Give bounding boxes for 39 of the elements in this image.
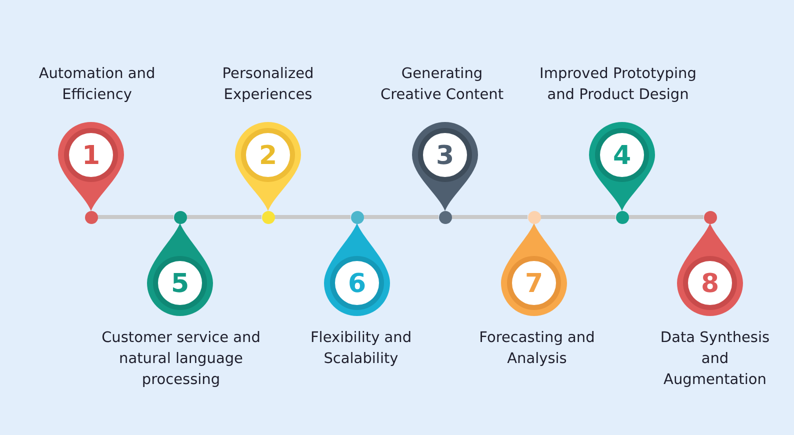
timeline-line [540,215,616,219]
step-label: Customer service and natural language processing [100,329,262,390]
location-pin [500,222,568,317]
step-number: 3 [436,143,454,169]
step-number: 1 [82,143,100,169]
timeline-dot [438,210,452,224]
timeline-line [364,215,438,219]
timeline-dot [84,210,98,224]
step-label: Improved Prototyping and Product Design [538,65,698,105]
timeline-dot [350,210,364,224]
timeline-line [628,215,704,219]
location-pin [676,222,744,317]
location-pin [234,121,302,212]
timeline-dot [262,210,274,224]
timeline-dot [616,210,628,224]
location-pin [411,121,479,212]
timeline-line [452,215,528,219]
step-label: Flexibility and Scalability [309,329,413,369]
step-number: 6 [348,271,366,297]
step-label: Personalized Experiences [221,65,315,105]
step-label: Automation and Efficiency [38,65,156,105]
timeline-dot [528,210,540,224]
step-number: 7 [524,271,544,297]
step-number: 4 [612,143,632,169]
timeline-dot [704,210,716,224]
location-pin [588,121,656,212]
step-label: Data Synthesis and Augmentation [659,329,771,390]
location-pin [323,222,391,317]
step-number: 8 [700,271,720,297]
location-pin [146,222,214,317]
step-number: 5 [170,271,190,297]
timeline-line [186,215,262,219]
timeline-dot [174,210,186,224]
step-label: Forecasting and Analysis [478,329,596,369]
timeline-line [98,215,174,219]
timeline-line [274,215,350,219]
step-number: 2 [258,143,278,169]
location-pin [57,121,125,212]
step-label: Generating Creative Content [379,65,505,105]
